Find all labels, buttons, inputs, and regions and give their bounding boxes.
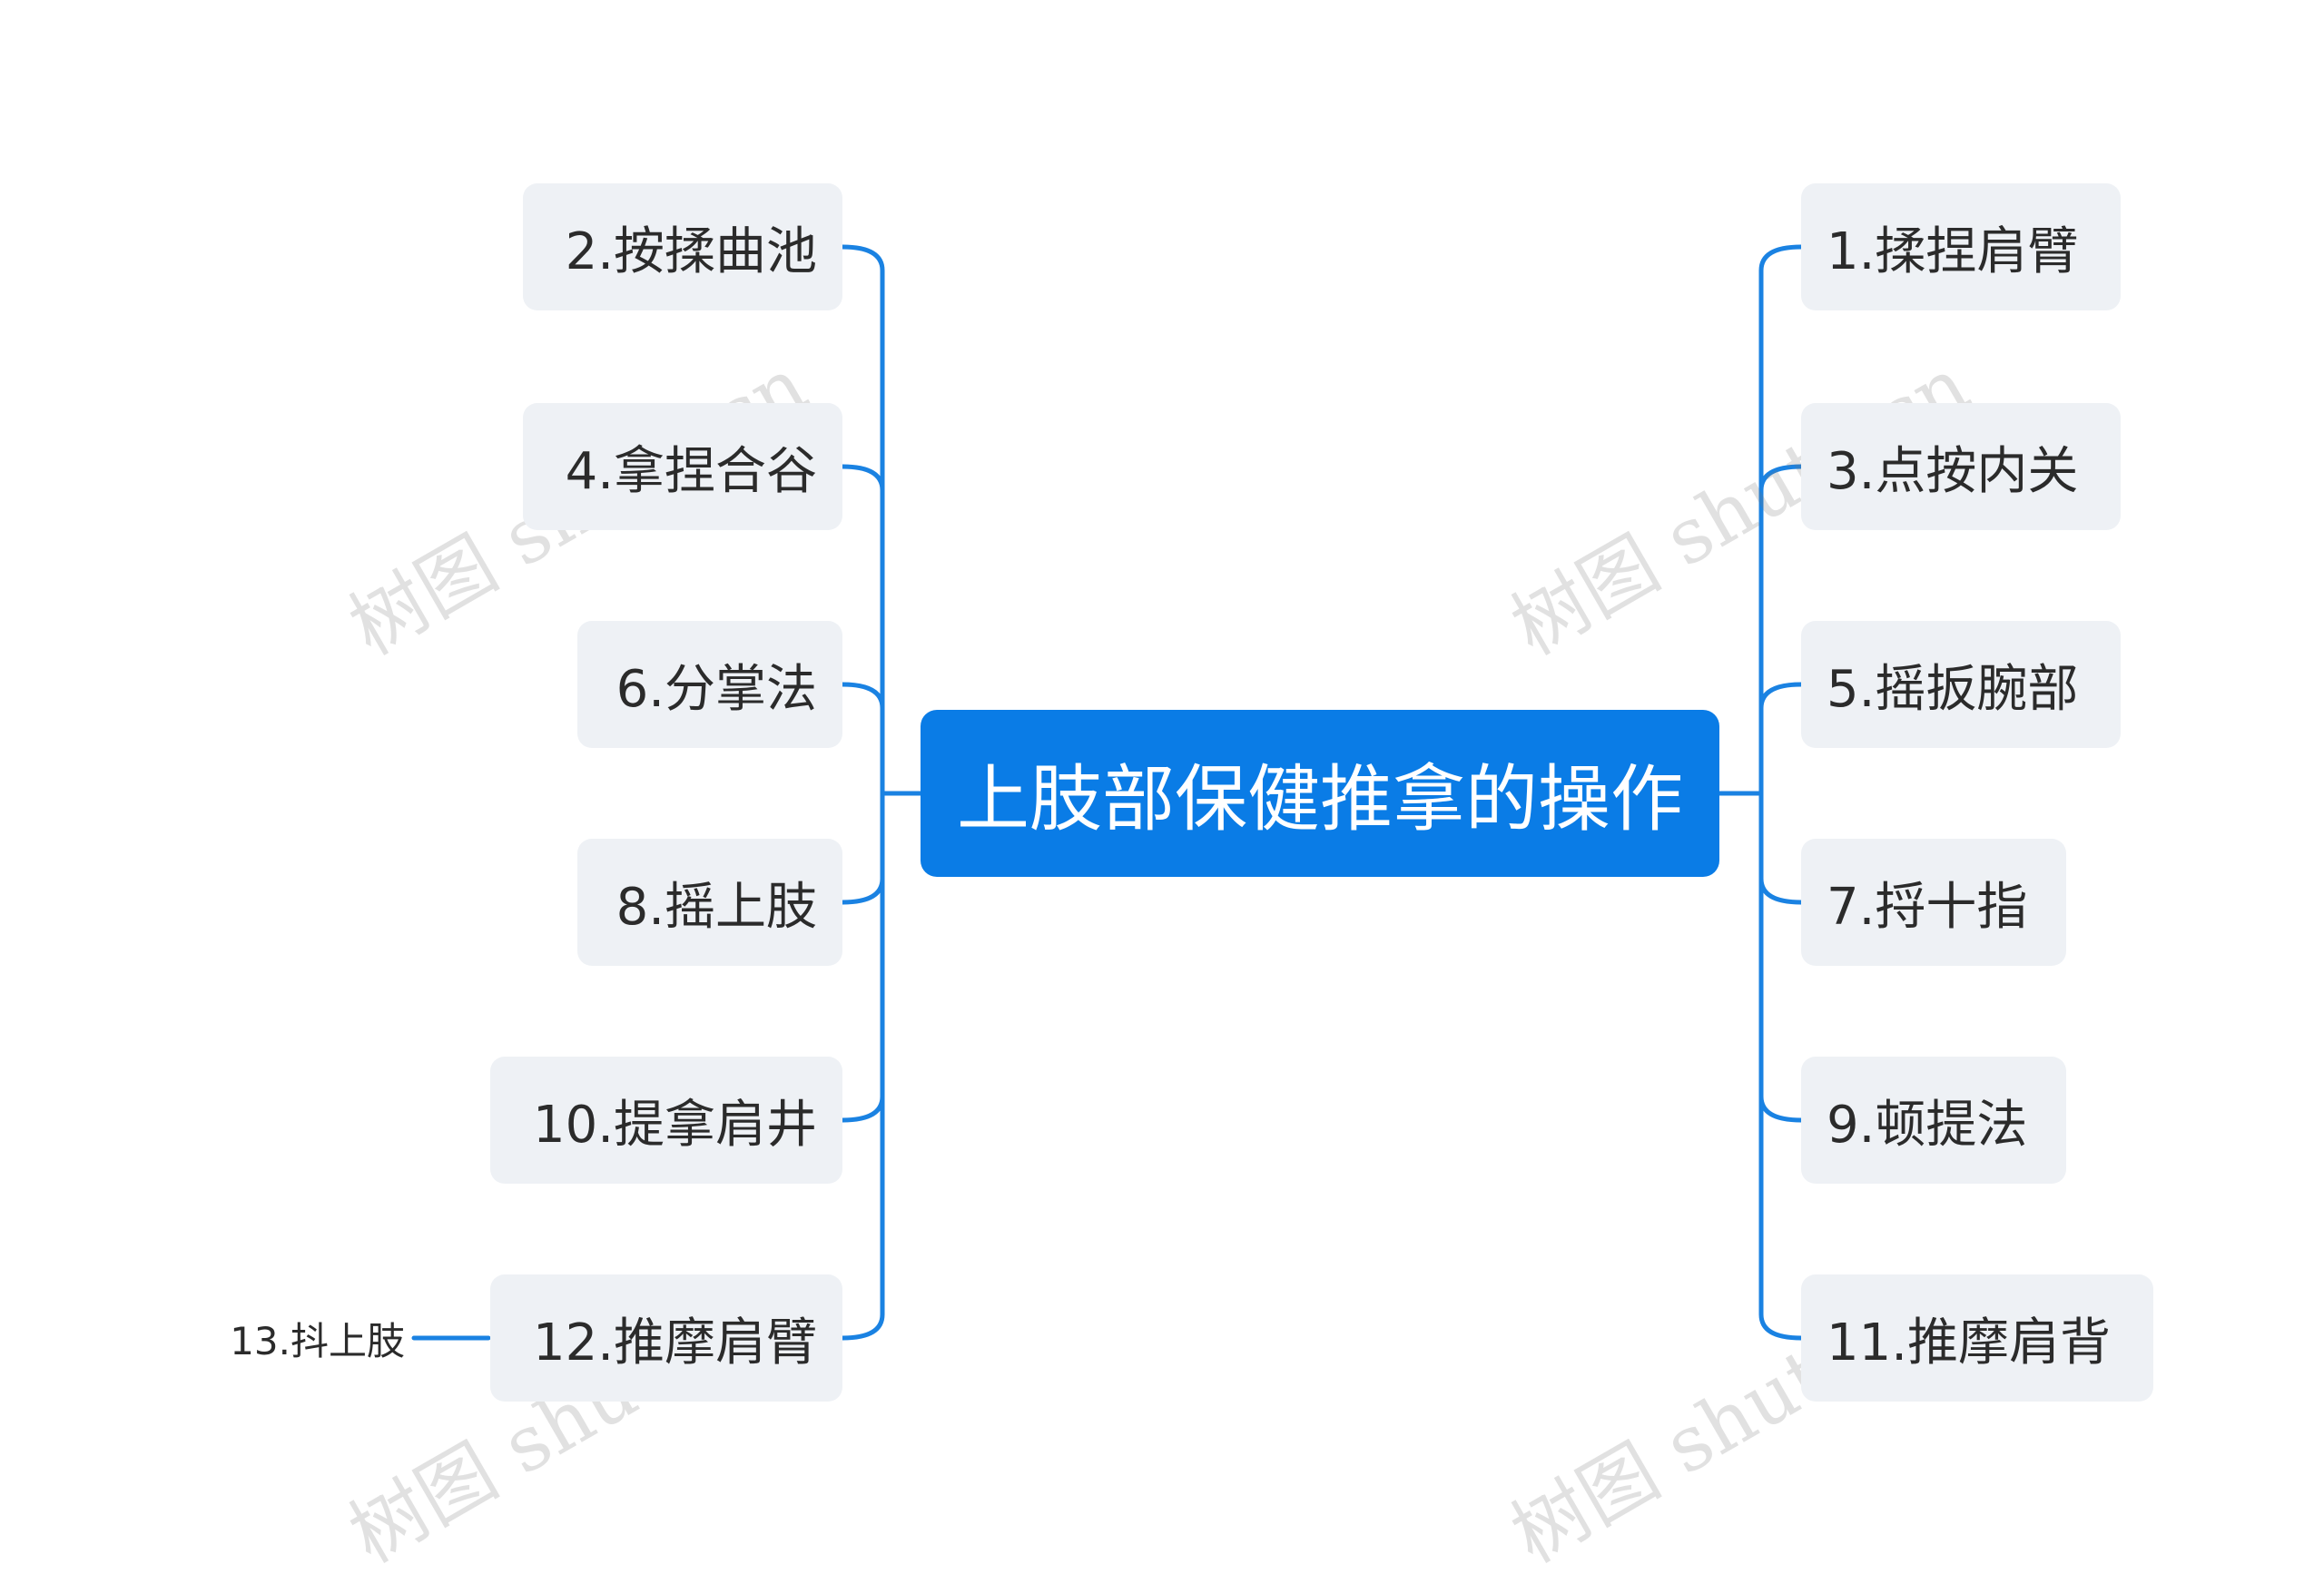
branch-node-right-5[interactable]: 9.顿提法: [1801, 1057, 2066, 1184]
branch-node-left-1[interactable]: 2.按揉曲池: [523, 183, 842, 310]
branch-node-left-3[interactable]: 6.分掌法: [577, 621, 842, 748]
root-topic[interactable]: 上肢部保健推拿的操作: [921, 710, 1719, 877]
leaf-node[interactable]: 13.抖上肢: [191, 1311, 405, 1365]
branch-node-left-2[interactable]: 4.拿捏合谷: [523, 403, 842, 530]
branch-label: 12.推摩肩臂: [532, 1313, 817, 1372]
branch-label: 6.分掌法: [615, 659, 817, 719]
branch-label: 8.摇上肢: [615, 877, 817, 937]
branch-label: 3.点按内关: [1827, 441, 2079, 501]
branch-node-right-3[interactable]: 5.摇扳腕部: [1801, 621, 2121, 748]
branch-node-left-6[interactable]: 12.推摩肩臂: [490, 1274, 842, 1402]
branch-label: 1.揉捏肩臂: [1827, 221, 2079, 281]
branch-node-right-6[interactable]: 11.推摩肩背: [1801, 1274, 2153, 1402]
branch-label: 4.拿捏合谷: [565, 441, 817, 501]
branch-label: 10.提拿肩井: [532, 1095, 817, 1155]
branch-label: 5.摇扳腕部: [1827, 659, 2079, 719]
leaf-label: 13.抖上肢: [230, 1318, 405, 1363]
branch-label: 7.捋十指: [1827, 877, 2028, 937]
branch-node-right-2[interactable]: 3.点按内关: [1801, 403, 2121, 530]
root-topic-label: 上肢部保健推拿的操作: [957, 757, 1683, 841]
branch-node-left-4[interactable]: 8.摇上肢: [577, 839, 842, 966]
branch-node-right-1[interactable]: 1.揉捏肩臂: [1801, 183, 2121, 310]
branch-label: 9.顿提法: [1827, 1095, 2028, 1155]
branch-node-left-5[interactable]: 10.提拿肩井: [490, 1057, 842, 1184]
branch-label: 2.按揉曲池: [565, 221, 817, 281]
branch-label: 11.推摩肩背: [1827, 1313, 2112, 1372]
branch-node-right-4[interactable]: 7.捋十指: [1801, 839, 2066, 966]
